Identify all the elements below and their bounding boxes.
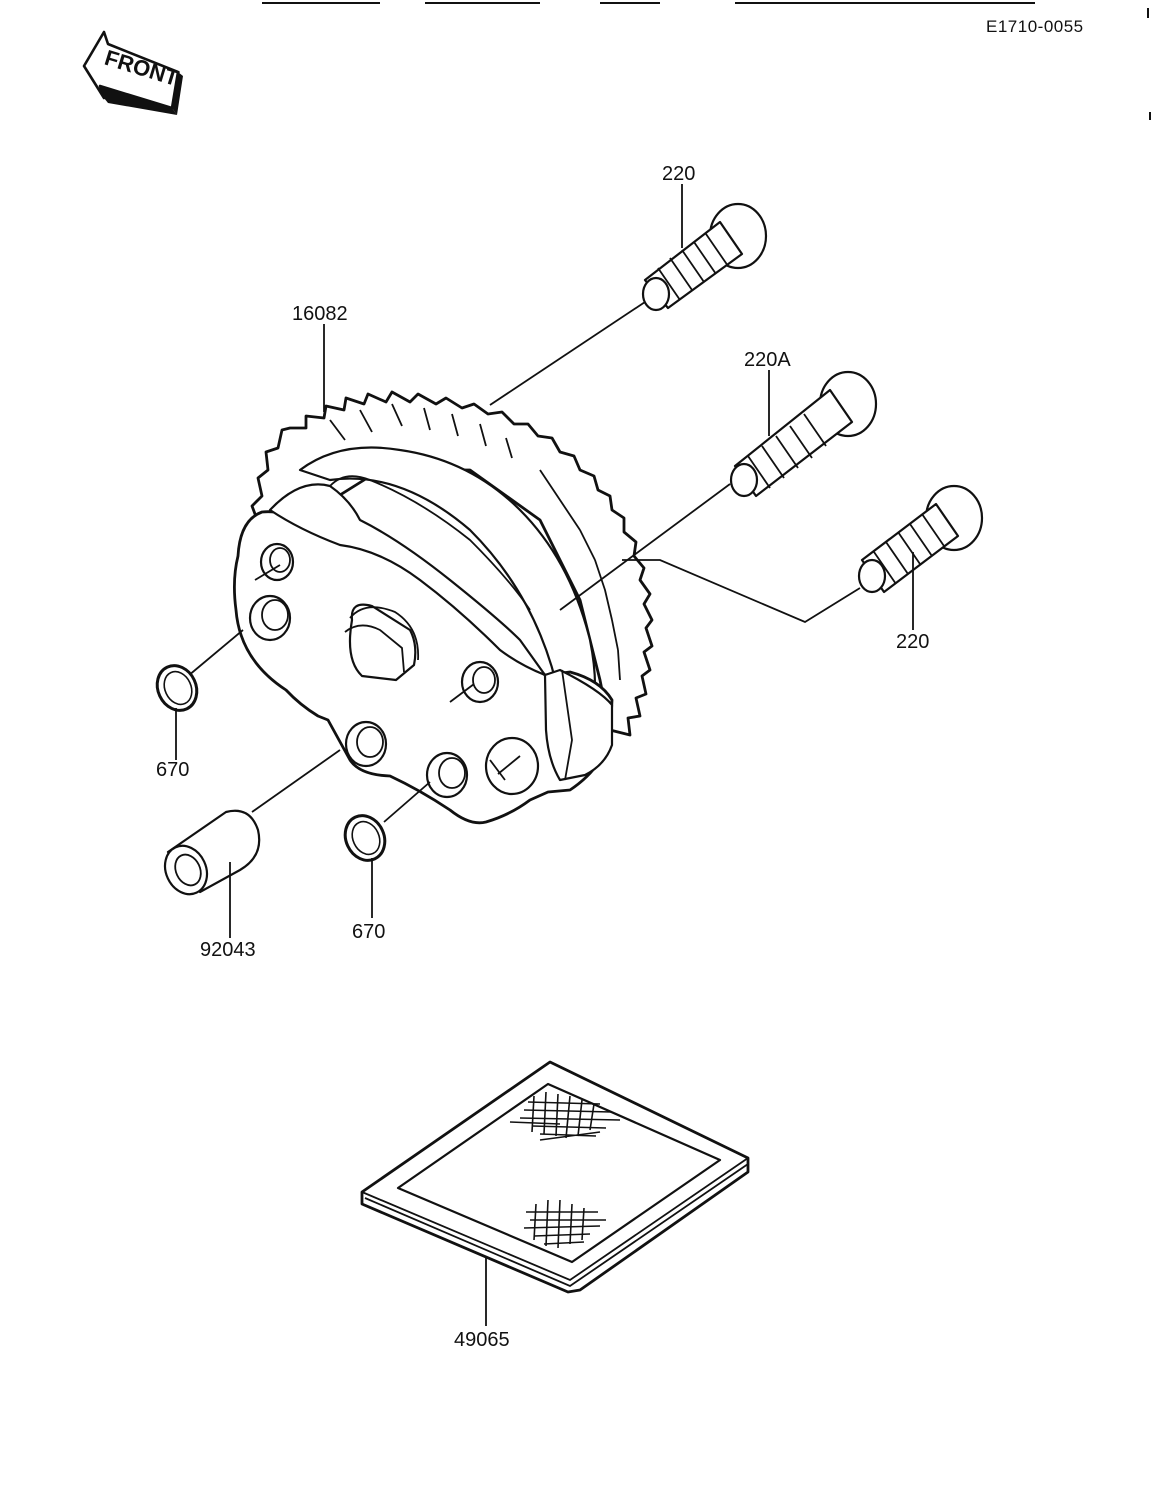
leader-ring-left <box>187 629 244 677</box>
leader-bolt-low <box>622 559 861 624</box>
label-bolt-middle: 220A <box>744 349 791 371</box>
pump-body <box>233 475 614 825</box>
front-arrow-icon: FRONT <box>82 30 183 115</box>
mesh-pattern-icon <box>509 1091 621 1249</box>
oil-screen <box>360 1060 750 1326</box>
leader-bolt-mid <box>559 483 731 611</box>
label-ring-left: 670 <box>156 759 189 781</box>
label-screen: 49065 <box>454 1329 510 1351</box>
dowel-pin <box>163 809 261 896</box>
o-ring-bottom <box>343 814 387 862</box>
leader-dowel <box>251 749 341 813</box>
bolt-top <box>641 202 768 312</box>
leader-bolt-top <box>489 301 646 406</box>
label-pump-assy: 16082 <box>292 303 348 325</box>
o-ring-left <box>155 664 199 712</box>
label-bolt-top: 220 <box>662 163 695 185</box>
hole-axis-1 <box>254 564 281 581</box>
scan-artifacts <box>262 2 1151 120</box>
leader-ring-bottom <box>383 781 431 823</box>
label-ring-bottom: 670 <box>352 921 385 943</box>
hole-axis-2 <box>449 683 475 703</box>
document-code: E1710-0055 <box>986 17 1084 36</box>
bolt-lower <box>857 484 984 594</box>
oil-pump-assembly <box>187 301 861 825</box>
pump-gear <box>250 390 654 737</box>
label-dowel: 92043 <box>200 939 256 961</box>
label-bolt-lower: 220 <box>896 631 929 653</box>
bolt-middle <box>729 370 878 498</box>
